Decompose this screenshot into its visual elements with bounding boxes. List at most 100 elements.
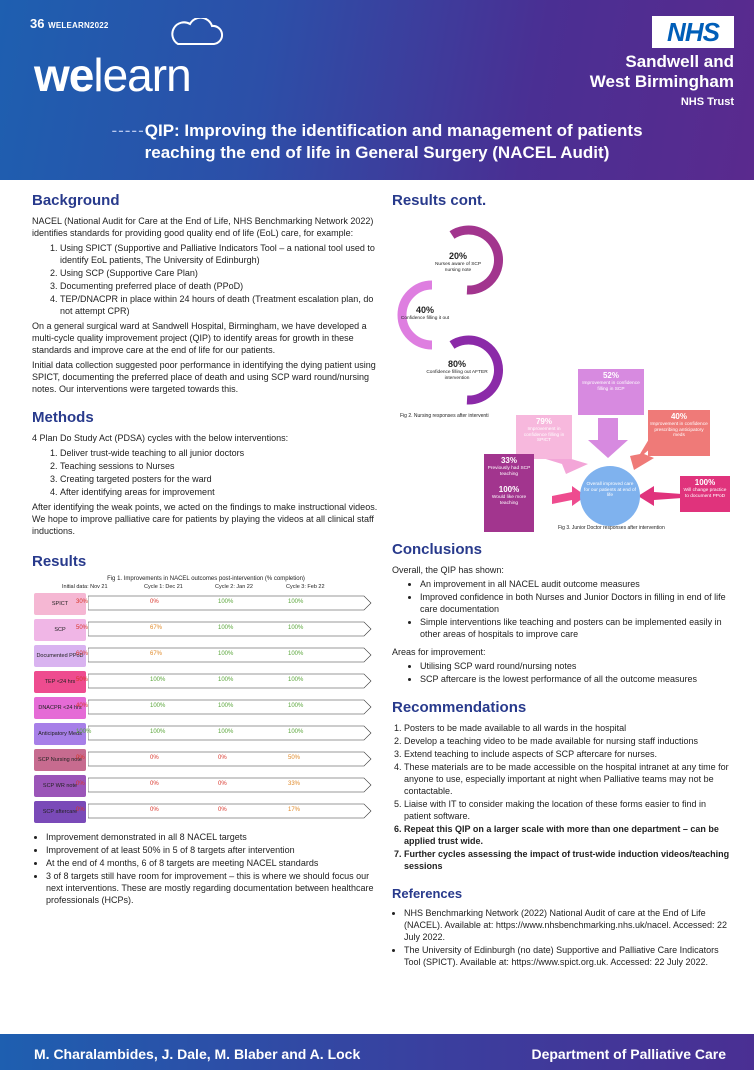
list-item: TEP/DNACPR in place within 24 hours of d… xyxy=(60,293,380,317)
row-label: Documented PPoD xyxy=(34,645,86,667)
welearn-logo: welearn xyxy=(34,49,192,101)
fig2-diagram: 20% Nurses aware of SCP nursing note 40%… xyxy=(392,215,730,419)
background-para: Initial data collection suggested poor p… xyxy=(32,360,376,394)
cell-value: 33% xyxy=(288,781,301,787)
poster-title: -----QIP: Improving the identification a… xyxy=(111,121,643,162)
fig2-arrows xyxy=(397,225,503,405)
methods-para: After identifying the weak points, we ac… xyxy=(32,502,378,536)
row-label: TEP <24 hrs xyxy=(34,671,86,693)
list-item: At the end of 4 months, 6 of 8 targets a… xyxy=(46,857,380,869)
fig3-center-circle: Overall improved care for our patients a… xyxy=(584,482,636,498)
page-number: 36 WELEARN2022 xyxy=(30,16,109,31)
conclusions-heading: Conclusions xyxy=(392,541,483,558)
cell-value: 0% xyxy=(218,807,227,813)
row-arrow xyxy=(88,751,372,767)
column-header: Cycle 3: Feb 22 xyxy=(286,584,325,590)
conclusions-list: An improvement in all NACEL audit outcom… xyxy=(420,578,730,640)
cell-value: 40% xyxy=(76,703,89,709)
cell-value: 50% xyxy=(76,677,89,683)
cell-value: 0% xyxy=(218,755,227,761)
cell-value: 100% xyxy=(150,703,166,709)
cell-value: 0% xyxy=(76,781,85,787)
cell-value: 100% xyxy=(76,729,92,735)
list-item: Repeat this QIP on a larger scale with m… xyxy=(404,823,730,847)
recommendations-list: Posters to be made available to all ward… xyxy=(404,722,730,872)
row-label: SCP aftercare xyxy=(34,801,86,823)
list-item: Further cycles assessing the impact of t… xyxy=(404,848,730,872)
results-heading: Results xyxy=(32,553,87,570)
cell-value: 100% xyxy=(150,729,166,735)
results-bullets: Improvement demonstrated in all 8 NACEL … xyxy=(46,831,380,906)
areas-list: Utilising SCP ward round/nursing notes S… xyxy=(420,660,730,685)
methods-heading: Methods xyxy=(32,409,94,426)
fig3-arrows xyxy=(536,418,682,526)
row-arrow xyxy=(88,699,372,715)
recommendations-heading: Recommendations xyxy=(392,699,527,716)
column-header: Cycle 1: Dec 21 xyxy=(144,584,183,590)
list-item: Deliver trust-wide teaching to all junio… xyxy=(60,447,380,459)
cell-value: 100% xyxy=(288,677,304,683)
methods-list: Deliver trust-wide teaching to all junio… xyxy=(60,447,380,498)
column-header: Cycle 2: Jan 22 xyxy=(215,584,253,590)
cell-value: 0% xyxy=(150,781,159,787)
row-label: SCP xyxy=(34,619,86,641)
cell-value: 0% xyxy=(150,599,159,605)
trust-name: Sandwell and West Birmingham xyxy=(589,52,734,91)
list-item: After identifying areas for improvement xyxy=(60,486,380,498)
right-column: Results cont. 20% Nurses aware of SCP nu… xyxy=(392,192,730,969)
cell-value: 100% xyxy=(288,729,304,735)
list-item: NHS Benchmarking Network (2022) National… xyxy=(404,907,730,943)
row-arrow xyxy=(88,803,372,819)
results-cont-heading: Results cont. xyxy=(392,192,487,209)
row-label: SPICT xyxy=(34,593,86,615)
background-para: On a general surgical ward at Sandwell H… xyxy=(32,321,367,355)
list-item: These materials are to be made accessibl… xyxy=(404,761,730,797)
poster-footer: M. Charalambides, J. Dale, M. Blaber and… xyxy=(0,1034,754,1070)
conclusions-intro: Overall, the QIP has shown: xyxy=(392,565,504,575)
fig2-bubble-confidence: 40% Confidence filling it out xyxy=(400,305,450,321)
fig1-title: Fig 1. Improvements in NACEL outcomes po… xyxy=(107,576,305,582)
trust-subtitle: NHS Trust xyxy=(680,96,734,108)
cell-value: 0% xyxy=(76,755,85,761)
fig3-box-teaching: 33% Previously had SCP teaching 100% Wou… xyxy=(484,454,534,532)
list-item: Improved confidence in both Nurses and J… xyxy=(420,591,730,615)
cell-value: 100% xyxy=(288,599,304,605)
nhs-logo: NHS xyxy=(652,16,734,48)
references-heading: References xyxy=(392,886,463,901)
methods-intro: 4 Plan Do Study Act (PDSA) cycles with t… xyxy=(32,433,289,443)
list-item: Simple interventions like teaching and p… xyxy=(420,616,730,640)
cell-value: 50% xyxy=(288,755,301,761)
cell-value: 0% xyxy=(218,781,227,787)
fig2-caption: Fig 2. Nursing responses after intervent… xyxy=(400,413,489,419)
list-item: Teaching sessions to Nurses xyxy=(60,460,380,472)
cell-value: 50% xyxy=(76,625,89,631)
cell-value: 100% xyxy=(288,625,304,631)
cell-value: 100% xyxy=(150,677,166,683)
fig3-box-ppod: 100% Will change practice to document PP… xyxy=(680,476,730,512)
list-item: Using SPICT (Supportive and Palliative I… xyxy=(60,242,380,266)
fig1-column-headers: Initial data: Nov 21 Cycle 1: Dec 21 Cyc… xyxy=(32,584,380,593)
cloud-icon xyxy=(171,18,223,45)
fig3-box-anticipatory: 40% Improvement in confidence prescribin… xyxy=(648,410,710,456)
fig2-bubble-confidence-after: 80% Confidence filling out AFTER interve… xyxy=(426,359,488,381)
fig3-box-spict: 79% Improvement in confidence filling in… xyxy=(516,415,572,459)
row-label: DNACPR <24 hrs xyxy=(34,697,86,719)
list-item: Extend teaching to include aspects of SC… xyxy=(404,748,730,760)
cell-value: 100% xyxy=(218,599,234,605)
row-label: SCP Nursing note xyxy=(34,749,86,771)
list-item: Liaise with IT to consider making the lo… xyxy=(404,798,730,822)
cell-value: 30% xyxy=(76,599,89,605)
cell-value: 0% xyxy=(76,807,85,813)
references-list: NHS Benchmarking Network (2022) National… xyxy=(404,907,730,968)
row-label: SCP WR note xyxy=(34,775,86,797)
background-list: Using SPICT (Supportive and Palliative I… xyxy=(60,242,380,317)
list-item: 3 of 8 targets still have room for impro… xyxy=(46,870,380,906)
